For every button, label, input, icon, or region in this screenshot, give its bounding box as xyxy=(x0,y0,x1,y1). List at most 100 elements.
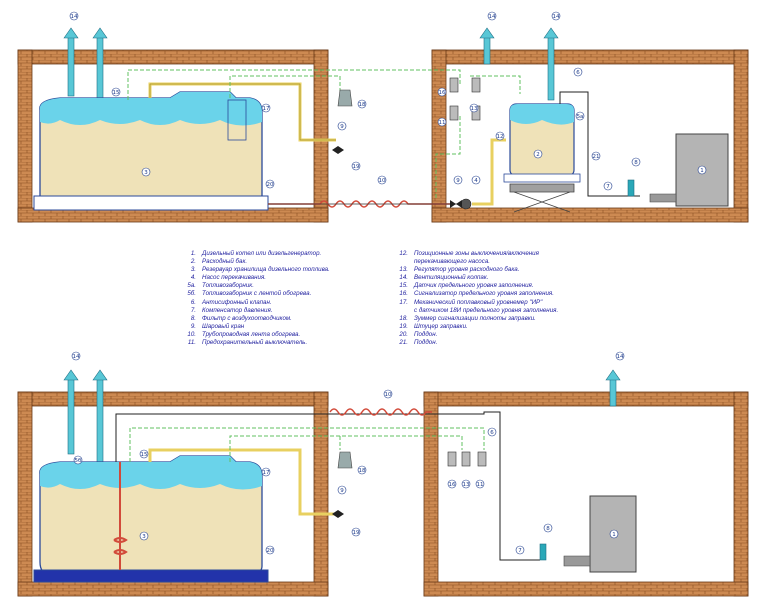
legend-item: перекачивающего насоса. xyxy=(394,258,558,266)
legend-item: 7.Компенсатор давления. xyxy=(182,307,330,315)
top-scheme: 14 14 14 3 15 17 18 xyxy=(17,11,749,223)
legend-item-number xyxy=(394,258,408,266)
callout-6: 6 xyxy=(576,70,580,76)
ventilation-cap-icon xyxy=(63,27,559,105)
legend-left: 1.Дизельный котел или дизельгенератор.2.… xyxy=(182,250,330,347)
legend-item-number: 11. xyxy=(187,339,196,347)
legend-item-number: 19. xyxy=(399,322,408,330)
callout-10: 10 xyxy=(385,392,392,398)
legend-item: 2.Расходный бак. xyxy=(182,258,330,266)
legend-item-text: Позиционные зоны выключения/включения xyxy=(414,250,539,257)
legend-item-number: 8. xyxy=(190,314,196,322)
callout-4: 4 xyxy=(474,178,478,184)
control-units xyxy=(447,451,487,467)
legend-item: 12.Позиционные зоны выключения/включения xyxy=(394,250,558,258)
legend-item-number: 14. xyxy=(399,274,408,282)
legend-item: 19. Штуцер заправки. xyxy=(394,323,558,331)
callout-16: 16 xyxy=(449,482,456,488)
legend-item-text: Компенсатор давления. xyxy=(202,306,273,314)
legend-item: 17. Механический поплавковый уровнемер "И… xyxy=(394,299,558,307)
callout-12: 12 xyxy=(497,134,504,140)
legend-item-text: с датчиком 18И предельного уровня заполн… xyxy=(414,306,559,314)
callout-21: 21 xyxy=(593,154,600,160)
legend-item: 6. Антисифонный клапан. xyxy=(182,299,330,307)
legend-item: 5б.Топливозаборник с лентой обогрева. xyxy=(182,290,330,298)
legend-item-text: перекачивающего насоса. xyxy=(414,258,490,266)
legend-item: 16.Сигнализатор предельного уровня запол… xyxy=(394,290,558,298)
callout-9: 9 xyxy=(456,178,460,184)
legend-item-number: 5a. xyxy=(187,282,196,290)
callout-9: 9 xyxy=(340,124,344,130)
legend-item-number: 6. xyxy=(190,298,196,306)
callout-11: 11 xyxy=(477,482,484,488)
filter-icon xyxy=(539,543,547,561)
legend-item: 10. Трубопроводная лента обогрева. xyxy=(182,331,330,339)
legend-item-text: Поддон. xyxy=(414,330,438,338)
boiler xyxy=(589,495,637,573)
legend-item: 18.Зуммер сигнализации полноты заправки. xyxy=(394,315,558,323)
legend-item-number: 15. xyxy=(399,282,408,290)
callout-17: 17 xyxy=(263,106,270,112)
legend-item-text: Штуцер заправки. xyxy=(414,322,468,330)
storage-room-walls xyxy=(17,49,329,223)
legend-item-text: Механический поплавковый уровнемер "ИР" xyxy=(414,298,543,306)
ventilation-cap-icon xyxy=(63,369,621,463)
callout-8: 8 xyxy=(546,526,550,532)
legend-item: 3. Резервуар хранилища дизельного топлива… xyxy=(182,266,330,274)
legend-item-text: Антисифонный клапан. xyxy=(202,298,272,306)
legend-item-text: Топливозаборник с лентой обогрева. xyxy=(202,290,312,298)
callout-19: 19 xyxy=(353,164,360,170)
callout-11: 11 xyxy=(439,120,446,126)
ball-valve-icon xyxy=(332,510,344,518)
callout-19: 19 xyxy=(353,530,360,536)
legend-item-number: 3. xyxy=(190,266,196,274)
legend-item-text: Дизельный котел или дизельгенератор. xyxy=(202,250,322,257)
callout-16: 16 xyxy=(439,90,446,96)
boiler-room-walls xyxy=(423,391,749,597)
ball-valve-icon xyxy=(332,146,344,154)
callout-13: 13 xyxy=(471,106,478,112)
legend-item: 8. Фильтр с воздухоотводчиком. xyxy=(182,315,330,323)
callout-17: 17 xyxy=(263,470,270,476)
legend-item-text: Поддон. xyxy=(414,339,438,347)
legend-item-text: Резервуар хранилища дизельного топлива. xyxy=(202,266,330,274)
legend-item-text: Датчик предельного уровня заполнения. xyxy=(414,282,534,290)
legend-item: с датчиком 18И предельного уровня заполн… xyxy=(394,307,558,315)
heated-intake xyxy=(113,462,128,570)
callout-8: 8 xyxy=(634,160,638,166)
legend-item-number: 21. xyxy=(399,339,408,347)
legend-item: 1.Дизельный котел или дизельгенератор. xyxy=(182,250,330,258)
callout-5a: 5а xyxy=(577,114,584,120)
legend-item-number: 9. xyxy=(190,322,196,330)
callout-14: 14 xyxy=(617,354,624,360)
callout-18: 18 xyxy=(359,102,366,108)
callout-14: 14 xyxy=(553,14,560,20)
callout-9: 9 xyxy=(340,488,344,494)
storage-tank xyxy=(33,91,269,211)
legend-item-text: Трубопроводная лента обогрева. xyxy=(202,330,301,338)
storage-room-walls xyxy=(17,391,329,597)
heating-tape xyxy=(329,408,432,416)
legend-item-text: Сигнализатор предельного уровня заполнен… xyxy=(414,290,554,298)
legend-item-text: Насос перекачивания. xyxy=(202,274,266,282)
legend-item: 21. Поддон. xyxy=(394,339,558,347)
callout-13: 13 xyxy=(463,482,470,488)
legend-item-text: Предохранительный выключатель. xyxy=(202,339,308,347)
legend-item-text: Фильтр с воздухоотводчиком. xyxy=(202,314,292,322)
callout-5b: 5б xyxy=(75,458,82,464)
callout-15: 15 xyxy=(141,452,148,458)
callout-15: 15 xyxy=(113,90,120,96)
callout-1: 1 xyxy=(612,532,616,538)
storage-tank xyxy=(33,455,269,583)
callout-20: 20 xyxy=(267,548,274,554)
legend-item: 5a.Топливозаборник. xyxy=(182,282,330,290)
legend-item: 20.Поддон. xyxy=(394,331,558,339)
heating-tape xyxy=(268,200,450,208)
signal-lines xyxy=(129,427,485,462)
callout-7: 7 xyxy=(606,184,610,190)
legend-item-text: Вентиляционный колпак. xyxy=(414,274,489,282)
legend-item: 9.Шаровый кран xyxy=(182,323,330,331)
legend-item-number: 10. xyxy=(187,330,196,338)
legend-item-number: 17. xyxy=(399,298,408,306)
callout-14: 14 xyxy=(73,354,80,360)
